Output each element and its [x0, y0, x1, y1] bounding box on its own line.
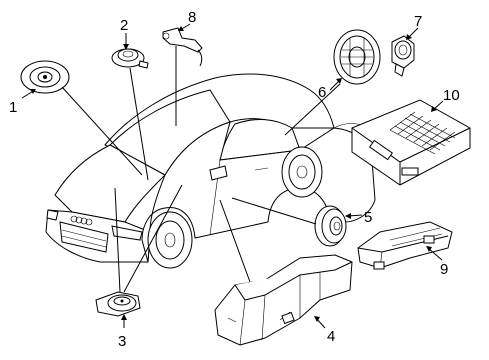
part-8-sensor: [162, 27, 203, 67]
callout-10: 10: [443, 87, 460, 104]
part-2-tweeter: [111, 48, 149, 69]
rear-wheel: [281, 146, 323, 198]
callout-labels: 1 2 3 4 5 6 7 8 9 10: [9, 9, 460, 350]
callout-1: 1: [9, 99, 17, 116]
part-6-woofer: [333, 29, 381, 85]
callout-5: 5: [364, 209, 372, 226]
callout-9: 9: [440, 261, 448, 278]
callout-6: 6: [318, 84, 326, 101]
part-5-door-speaker: [314, 205, 347, 247]
part-9-module: [357, 221, 453, 270]
amplifier-heatsink-grid: [389, 111, 456, 155]
callout-arrows: [21, 23, 444, 329]
part-1-speaker: [20, 60, 70, 94]
callout-8: 8: [188, 9, 196, 26]
part-3-speaker: [95, 291, 141, 317]
part-4-subwoofer-box: [214, 254, 353, 346]
callout-7: 7: [414, 13, 422, 30]
front-wheel: [147, 211, 193, 269]
callout-2: 2: [120, 17, 128, 34]
part-7-tweeter: [391, 35, 415, 77]
car-illustration: [45, 73, 376, 269]
callout-4: 4: [327, 328, 335, 345]
leader-lines: [61, 46, 341, 293]
audi-logo: [70, 215, 93, 226]
part-10-amplifier: [351, 99, 471, 186]
callout-3: 3: [118, 333, 126, 350]
